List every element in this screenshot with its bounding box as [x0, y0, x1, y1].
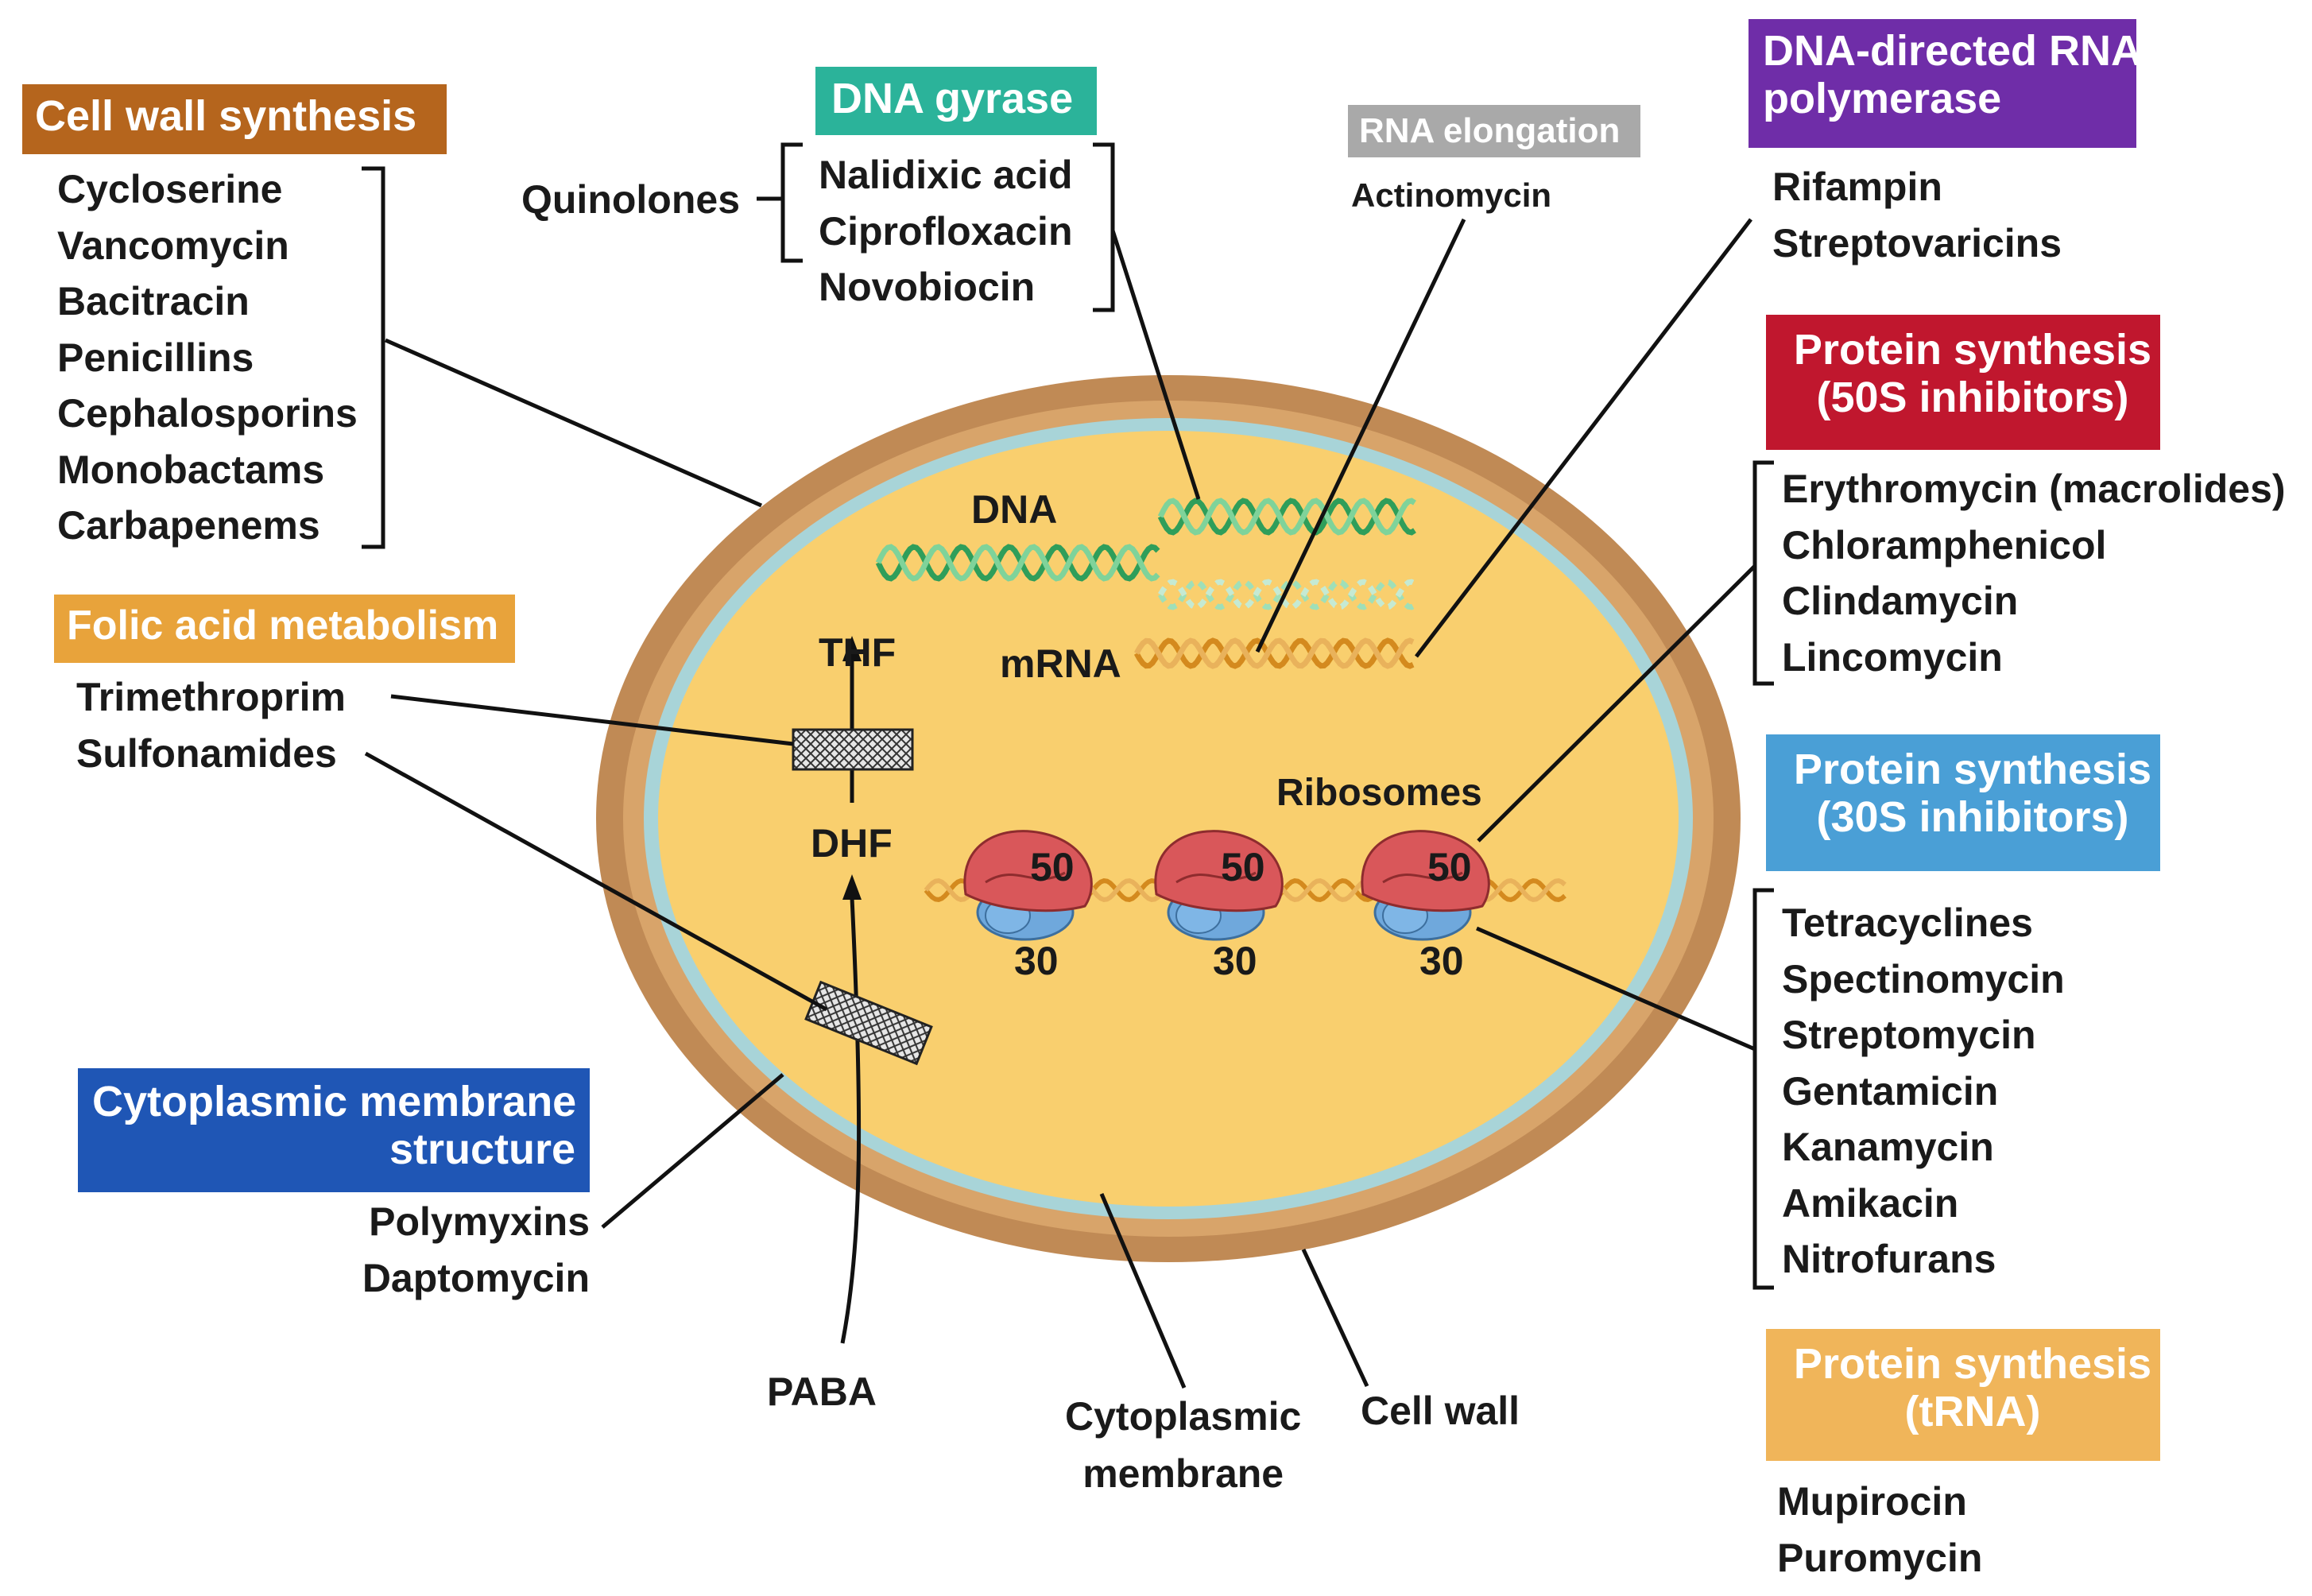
- membrane-header-line2: structure: [389, 1125, 575, 1174]
- cell-wall-synthesis-header: Cell wall synthesis: [22, 84, 447, 154]
- cytoplasmic-membrane-label: Cytoplasmic membrane: [1065, 1388, 1301, 1502]
- protein-trna-header-line1: Protein synthesis: [1793, 1340, 2152, 1388]
- drug-item: Bacitracin: [57, 279, 250, 323]
- membrane-header-line1: Cytoplasmic membrane: [92, 1078, 577, 1125]
- drug-item: Puromycin: [1777, 1535, 1983, 1580]
- rna-elongation-header: RNA elongation: [1348, 105, 1640, 157]
- drug-item: Clindamycin: [1782, 579, 2019, 623]
- thf-label: THF: [819, 630, 897, 675]
- cell-wall-drug-list: Cycloserine Vancomycin Bacitracin Penici…: [57, 161, 358, 554]
- drug-item: Rifampin: [1772, 165, 1942, 209]
- trimethoprim-block: [792, 728, 914, 771]
- thf-arrowhead: [842, 636, 862, 661]
- drug-item: Polymyxins: [369, 1199, 590, 1244]
- drug-item: Cephalosporins: [57, 391, 358, 436]
- dna-gyrase-header: DNA gyrase: [815, 67, 1097, 135]
- brackets: [362, 142, 1774, 1290]
- protein-50s-drug-list: Erythromycin (macrolides) Chloramphenico…: [1782, 461, 2286, 685]
- ribosome-2: [1154, 830, 1284, 941]
- folic-acid-header: Folic acid metabolism: [54, 595, 515, 663]
- drug-item: Lincomycin: [1782, 634, 2003, 680]
- mrna-label: mRNA: [1000, 641, 1121, 686]
- cytoplasmic-membrane-label-line2: membrane: [1082, 1451, 1284, 1496]
- quinolones-label: Quinolones: [521, 177, 740, 222]
- drug-item: Streptovaricins: [1772, 220, 2062, 265]
- dna-helix: [875, 498, 1416, 610]
- protein-trna-header-line2: (tRNA): [1904, 1388, 2041, 1436]
- cytoplasm: [658, 431, 1679, 1207]
- subunit-30-label: 30: [1014, 939, 1059, 983]
- ribosomes-label: Ribosomes: [1276, 772, 1482, 814]
- subunit-50-label: 50: [1221, 845, 1265, 889]
- drug-item: Nalidixic acid: [819, 153, 1073, 197]
- membrane-drug-list: Polymyxins Daptomycin: [347, 1194, 590, 1306]
- drug-item: Cycloserine: [57, 167, 283, 211]
- protein-50s-header-line2: (50S inhibitors): [1816, 374, 2129, 422]
- protein-30s-header: Protein synthesis (30S inhibitors): [1766, 734, 2160, 871]
- leader-lines: [364, 196, 1756, 1389]
- drug-item: Amikacin: [1782, 1180, 1959, 1226]
- cytoplasmic-membrane-label-line1: Cytoplasmic: [1065, 1394, 1302, 1439]
- dhf-arrowhead: [842, 874, 862, 900]
- rna-polymerase-drug-list: Rifampin Streptovaricins: [1772, 159, 2062, 271]
- drug-item: Gentamicin: [1782, 1068, 1999, 1114]
- drug-item: Erythromycin (macrolides): [1782, 467, 2286, 511]
- ribosome-3: [1361, 830, 1490, 941]
- drug-item: Daptomycin: [362, 1255, 590, 1300]
- subunit-50-label: 50: [1030, 845, 1075, 889]
- drug-item: Spectinomycin: [1782, 956, 2065, 1001]
- rna-polymerase-header: DNA-directed RNA polymerase: [1749, 19, 2143, 148]
- drug-item: Penicillins: [57, 335, 254, 380]
- drug-item: Kanamycin: [1782, 1125, 1994, 1169]
- drug-item: Mupirocin: [1777, 1479, 1967, 1524]
- membrane-header: Cytoplasmic membrane structure: [78, 1068, 590, 1192]
- paba-label: PABA: [767, 1369, 877, 1414]
- folic-acid-drug-list: Trimethroprim Sulfonamides: [76, 669, 346, 781]
- protein-30s-header-line1: Protein synthesis: [1793, 746, 2152, 793]
- cell-wall-label: Cell wall: [1361, 1389, 1520, 1433]
- drug-item: Monobactams: [57, 447, 325, 492]
- subunit-30-label: 30: [1213, 939, 1257, 983]
- drug-item: Vancomycin: [57, 223, 289, 268]
- drug-item: Sulfonamides: [76, 730, 337, 776]
- protein-trna-header: Protein synthesis (tRNA): [1766, 1329, 2160, 1461]
- protein-50s-header: Protein synthesis (50S inhibitors): [1766, 315, 2160, 450]
- protein-30s-header-line2: (30S inhibitors): [1816, 793, 2129, 842]
- mrna-strand: [1133, 637, 1415, 669]
- drug-item: Ciprofloxacin: [819, 208, 1073, 254]
- protein-trna-drug-list: Mupirocin Puromycin: [1777, 1474, 1982, 1586]
- dhf-label: DHF: [811, 821, 893, 866]
- subunit-50-label: 50: [1427, 845, 1472, 889]
- drug-item: Streptomycin: [1782, 1013, 2036, 1057]
- protein-50s-header-line1: Protein synthesis: [1793, 326, 2152, 374]
- rna-polymerase-header-line1: DNA-directed RNA: [1763, 27, 2143, 75]
- drug-item: Nitrofurans: [1782, 1237, 1996, 1281]
- drug-item: Novobiocin: [819, 265, 1036, 309]
- drug-item: Actinomycin: [1351, 176, 1552, 214]
- drug-item: Tetracyclines: [1782, 901, 2033, 945]
- drug-item: Carbapenems: [57, 503, 320, 548]
- protein-30s-drug-list: Tetracyclines Spectinomycin Streptomycin…: [1782, 895, 2065, 1288]
- subunit-30-label: 30: [1419, 939, 1464, 983]
- dna-label: DNA: [971, 487, 1058, 532]
- drug-item: Chloramphenicol: [1782, 522, 2107, 568]
- drug-item: Trimethroprim: [76, 675, 346, 719]
- rna-polymerase-header-line2: polymerase: [1763, 75, 2002, 123]
- ribosome-1: [963, 830, 1093, 941]
- dna-gyrase-drug-list: Nalidixic acid Ciprofloxacin Novobiocin: [819, 147, 1073, 316]
